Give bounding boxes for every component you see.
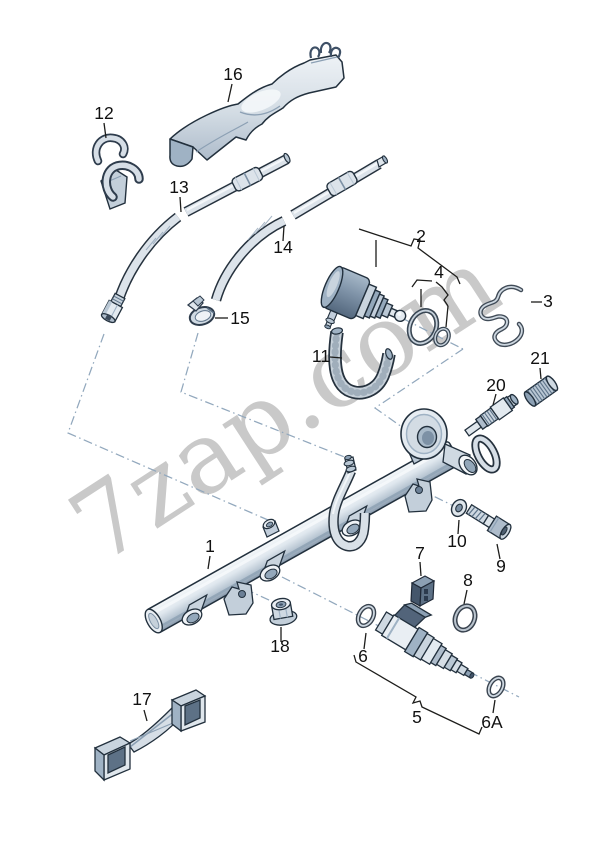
part-oring-6a (486, 675, 506, 699)
callout-12[interactable]: 12 (94, 103, 113, 123)
callout-14[interactable]: 14 (273, 237, 293, 257)
part-cover-16 (169, 41, 345, 168)
part-bolt-9 (465, 503, 512, 540)
part-pressure-regulator-2 (320, 265, 407, 330)
part-support-bracket-17 (93, 689, 207, 782)
callout-5[interactable]: 5 (412, 707, 422, 727)
callout-7[interactable]: 7 (415, 543, 425, 563)
callout-20[interactable]: 20 (486, 375, 506, 395)
part-connector-7 (410, 575, 436, 608)
part-oring-set-4 (406, 308, 451, 348)
callout-leader-lines (103, 83, 542, 735)
mounting-tabs (223, 478, 433, 616)
callout-13[interactable]: 13 (169, 177, 188, 197)
rail-crossover-pipe (328, 454, 371, 552)
callout-1[interactable]: 1 (205, 536, 215, 556)
part-clamp-15 (186, 295, 216, 326)
callout-4[interactable]: 4 (434, 262, 444, 282)
regulator-flange (400, 408, 448, 465)
hose-13-coupling (231, 166, 264, 192)
callout-9[interactable]: 9 (496, 556, 506, 576)
callout-15[interactable]: 15 (230, 308, 249, 328)
rail-end-port (442, 443, 478, 476)
part-clip-12 (91, 133, 144, 210)
part-fuel-rail-1 (144, 408, 501, 634)
callout-16[interactable]: 16 (223, 64, 242, 84)
callout-6[interactable]: 6 (358, 646, 368, 666)
hose-14-coupling (326, 170, 358, 197)
part-oring-6 (355, 603, 377, 629)
callout-17[interactable]: 17 (132, 689, 151, 709)
cover-prongs (309, 41, 342, 59)
callout-3[interactable]: 3 (543, 291, 553, 311)
part-valve-20 (464, 393, 519, 437)
callout-10[interactable]: 10 (447, 531, 467, 551)
rail-supply-port (262, 518, 280, 538)
part-washer-10 (450, 498, 468, 518)
part-oring-8 (452, 603, 478, 633)
part-valve-cap-21 (523, 375, 559, 407)
callout-8[interactable]: 8 (463, 570, 473, 590)
part-vacuum-hose-11 (328, 327, 396, 400)
part-injector-5 (374, 602, 475, 679)
injector-cups (181, 504, 368, 626)
hose-13-end-fitting (100, 292, 126, 324)
callout-18[interactable]: 18 (270, 636, 289, 656)
part-nut-18 (269, 597, 298, 626)
rail-handle-loop (471, 434, 501, 474)
part-spring-clip-3 (478, 284, 525, 348)
callout-21[interactable]: 21 (530, 348, 549, 368)
callout-11[interactable]: 11 (312, 346, 330, 366)
callout-2[interactable]: 2 (416, 226, 426, 246)
callout-6a[interactable]: 6A (481, 712, 503, 732)
